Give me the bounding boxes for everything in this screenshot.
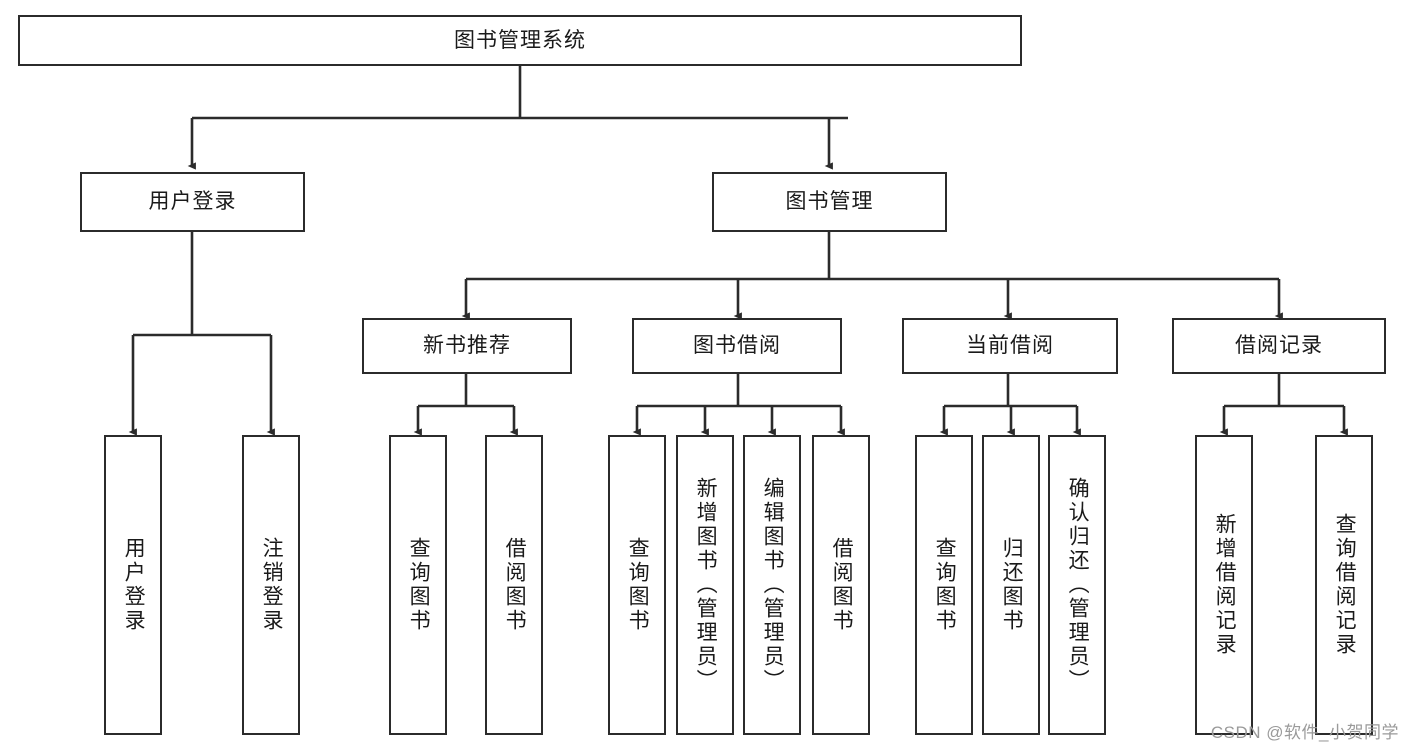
leaf-edit-book-admin[interactable]: 编辑图书（管理员） — [743, 435, 801, 735]
node-book-management[interactable]: 图书管理 — [712, 172, 947, 232]
leaf-logout[interactable]: 注销登录 — [242, 435, 300, 735]
leaf-query-book-current-label: 查询图书 — [933, 537, 957, 633]
node-book-borrow-label: 图书借阅 — [693, 334, 781, 358]
leaf-add-borrow-record-label: 新增借阅记录 — [1213, 513, 1237, 657]
node-new-book-recommend[interactable]: 新书推荐 — [362, 318, 572, 374]
leaf-edit-book-admin-label: 编辑图书（管理员） — [761, 477, 785, 693]
watermark: CSDN @软件_小贺同学 — [1210, 723, 1399, 742]
leaf-add-book-admin-label: 新增图书（管理员） — [694, 477, 718, 693]
leaf-borrow-book[interactable]: 借阅图书 — [812, 435, 870, 735]
leaf-query-book-current[interactable]: 查询图书 — [915, 435, 973, 735]
leaf-user-login-label: 用户登录 — [122, 537, 146, 633]
leaf-logout-label: 注销登录 — [260, 537, 284, 633]
node-book-borrow[interactable]: 图书借阅 — [632, 318, 842, 374]
leaf-query-borrow-record-label: 查询借阅记录 — [1333, 513, 1357, 657]
leaf-return-book-label: 归还图书 — [1000, 537, 1024, 633]
leaf-return-book[interactable]: 归还图书 — [982, 435, 1040, 735]
leaf-query-book-borrow-label: 查询图书 — [626, 537, 650, 633]
leaf-query-borrow-record[interactable]: 查询借阅记录 — [1315, 435, 1373, 735]
leaf-borrow-book-label: 借阅图书 — [830, 537, 854, 633]
leaf-confirm-return-admin-label: 确认归还（管理员） — [1066, 477, 1090, 693]
leaf-borrow-book-new-label: 借阅图书 — [503, 537, 527, 633]
leaf-confirm-return-admin[interactable]: 确认归还（管理员） — [1048, 435, 1106, 735]
leaf-add-book-admin[interactable]: 新增图书（管理员） — [676, 435, 734, 735]
node-user-login-label: 用户登录 — [148, 190, 237, 214]
node-user-login[interactable]: 用户登录 — [80, 172, 305, 232]
leaf-query-book-borrow[interactable]: 查询图书 — [608, 435, 666, 735]
leaf-user-login[interactable]: 用户登录 — [104, 435, 162, 735]
leaf-add-borrow-record[interactable]: 新增借阅记录 — [1195, 435, 1253, 735]
leaf-query-book-new[interactable]: 查询图书 — [389, 435, 447, 735]
node-borrow-record[interactable]: 借阅记录 — [1172, 318, 1386, 374]
node-root[interactable]: 图书管理系统 — [18, 15, 1022, 66]
node-root-label: 图书管理系统 — [454, 28, 586, 52]
node-current-borrow[interactable]: 当前借阅 — [902, 318, 1118, 374]
node-borrow-record-label: 借阅记录 — [1235, 334, 1323, 358]
node-new-book-recommend-label: 新书推荐 — [423, 334, 511, 358]
node-current-borrow-label: 当前借阅 — [966, 334, 1054, 358]
leaf-borrow-book-new[interactable]: 借阅图书 — [485, 435, 543, 735]
leaf-query-book-new-label: 查询图书 — [407, 537, 431, 633]
node-book-management-label: 图书管理 — [785, 190, 874, 214]
